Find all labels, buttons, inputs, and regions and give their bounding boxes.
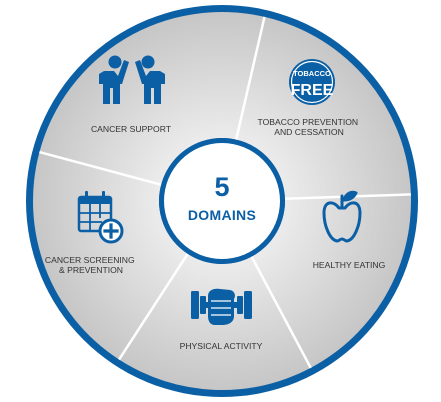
domain-healthy-eating: HEALTHY EATING <box>313 190 386 270</box>
domain-segment <box>39 12 265 185</box>
domain-label-line: HEALTHY EATING <box>313 260 386 270</box>
domain-segment <box>251 194 411 368</box>
people-high-five-icon <box>99 55 165 104</box>
segment-divider <box>250 256 312 369</box>
domain-label-line: PHYSICAL ACTIVITY <box>180 341 263 351</box>
domain-label: CANCER SCREENING & PREVENTION <box>45 255 137 275</box>
segment-divider <box>234 16 266 140</box>
domain-segment <box>32 152 188 360</box>
center-label: DOMAINS <box>188 207 256 223</box>
tobacco-free-badge-icon: TOBACCO FREE <box>289 59 335 105</box>
domain-cancer-support: CANCER SUPPORT <box>91 55 172 134</box>
badge-line-2: FREE <box>291 82 334 99</box>
domain-label-line: & PREVENTION <box>59 265 123 275</box>
domain-tobacco-prevention: TOBACCO FREE TOBACCO PREVENTION AND CESS… <box>258 59 361 137</box>
center-number: 5 <box>214 172 229 202</box>
domain-label: CANCER SUPPORT <box>91 124 172 134</box>
domain-label-line: AND CESSATION <box>274 127 344 137</box>
segment-divider <box>39 150 162 186</box>
segment-divider <box>118 253 189 361</box>
center-circle: 5 DOMAINS <box>159 138 285 264</box>
badge-line-1: TOBACCO <box>293 69 331 78</box>
domain-segment <box>236 16 411 199</box>
domain-label: PHYSICAL ACTIVITY <box>180 341 263 351</box>
domain-physical-activity: PHYSICAL ACTIVITY <box>180 288 263 351</box>
apple-icon <box>322 190 362 243</box>
domain-label-line: TOBACCO PREVENTION <box>258 117 359 127</box>
domain-label: TOBACCO PREVENTION AND CESSATION <box>258 117 361 137</box>
domain-label: HEALTHY EATING <box>313 260 386 270</box>
domain-label-line: CANCER SCREENING <box>45 255 135 265</box>
domain-cancer-screening: CANCER SCREENING & PREVENTION <box>45 191 137 275</box>
domain-label-line: CANCER SUPPORT <box>91 124 172 134</box>
dumbbell-icon <box>191 288 252 325</box>
calendar-plus-icon <box>77 191 124 244</box>
